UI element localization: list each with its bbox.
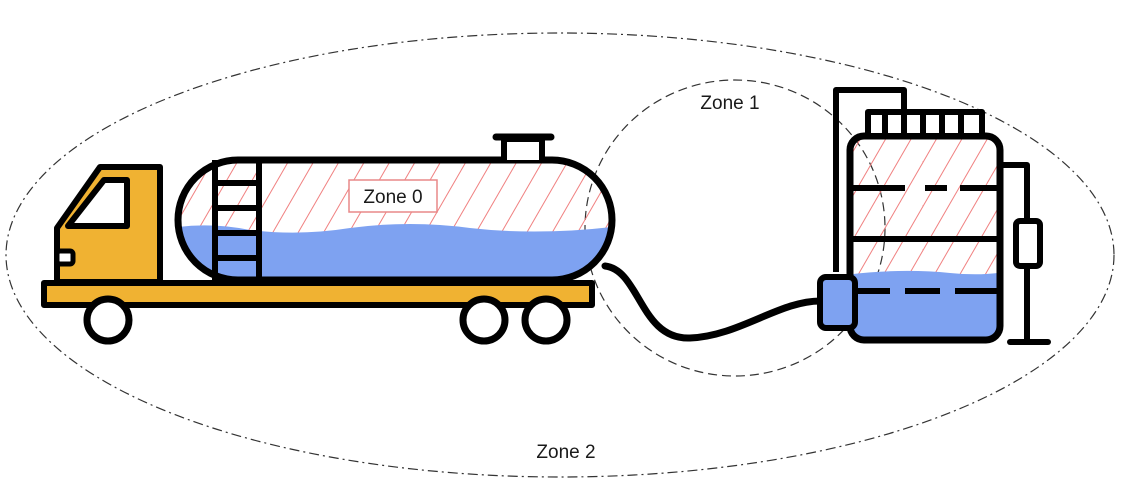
tank-body [174,156,616,284]
zone0-label: Zone 0 [363,187,422,208]
tank-liquid [178,224,612,280]
storage-crown [865,109,985,139]
zone1-label: Zone 1 [700,93,759,114]
level-gauge [1013,218,1043,269]
truck-window [65,177,130,229]
storage-tank [817,87,1051,345]
truck-wheel-rear-2 [521,295,571,345]
truck-wheel-front [83,295,133,345]
tank-dome [501,136,545,160]
truck-wheel-rear-1 [459,295,509,345]
tanker-truck [41,133,616,345]
inlet-box [817,274,858,331]
zone0-label-box [348,179,438,213]
zone2-label: Zone 2 [536,442,595,463]
vent-pipe [833,87,907,272]
storage-liquid [850,270,1000,340]
level-gauge-pipe [1000,162,1030,340]
tank-ladder [212,160,262,282]
truck-chassis [41,280,595,308]
truck-headlight [54,248,76,267]
zone2-boundary [5,32,1115,478]
transfer-hose [601,262,826,342]
